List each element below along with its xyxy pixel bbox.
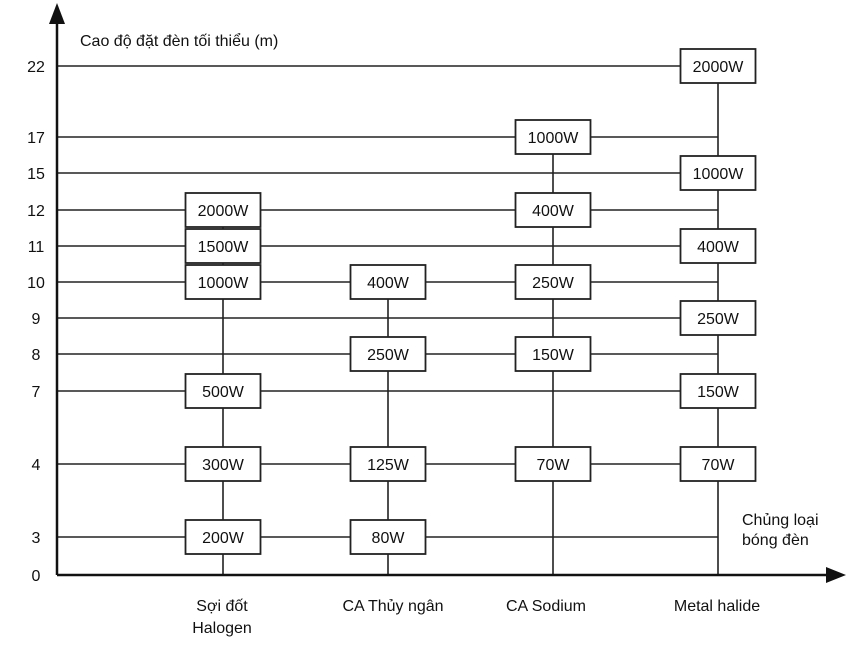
y-tick-label: 10 (27, 275, 45, 292)
power-label: 150W (532, 347, 575, 364)
power-box-frame (184, 264, 262, 300)
x-axis-title-line-2: bóng đèn (742, 532, 809, 549)
power-box-frame (679, 228, 757, 264)
power-box-frame (679, 300, 757, 336)
power-box-frame (184, 446, 262, 482)
power-label: 1000W (198, 275, 250, 292)
power-label: 80W (372, 530, 406, 547)
y-tick-label: 11 (28, 239, 45, 256)
category-label-line: Sợi đốt (196, 598, 248, 615)
power-box: 70W (679, 446, 757, 482)
power-box-frame (679, 373, 757, 409)
power-label: 1000W (693, 166, 745, 183)
power-box: 1000W (184, 264, 262, 300)
power-box-frame (349, 336, 427, 372)
power-box-frame (514, 192, 592, 228)
category-label: CA Thủy ngân (342, 598, 443, 615)
power-box: 1000W (514, 119, 592, 155)
power-label: 2000W (198, 203, 250, 220)
power-label: 250W (532, 275, 575, 292)
power-box: 2000W (679, 48, 757, 84)
power-box-frame (184, 192, 262, 228)
power-label: 1000W (528, 130, 580, 147)
y-tick-label: 9 (32, 311, 41, 328)
power-label: 125W (367, 457, 410, 474)
power-box-frame (514, 119, 592, 155)
y-tick-label: 7 (32, 384, 41, 401)
x-axis-title: Chủng loại bóng đèn (742, 512, 823, 549)
power-label: 250W (697, 311, 740, 328)
category-label-line: CA Thủy ngân (342, 598, 443, 615)
power-label: 250W (367, 347, 410, 364)
power-box-frame (349, 264, 427, 300)
category-label-line: CA Sodium (506, 598, 586, 615)
y-tick-label: 8 (32, 347, 41, 364)
power-box: 150W (514, 336, 592, 372)
power-label: 400W (532, 203, 575, 220)
power-label: 400W (697, 239, 740, 256)
power-box-frame (184, 519, 262, 555)
power-label: 150W (697, 384, 740, 401)
power-box-frame (349, 446, 427, 482)
category-label: Metal halide (674, 598, 760, 615)
power-box: 150W (679, 373, 757, 409)
power-label: 70W (537, 457, 571, 474)
power-box: 200W (184, 519, 262, 555)
power-box-frame (679, 155, 757, 191)
power-box-frame (514, 336, 592, 372)
y-tick-label: 15 (27, 166, 45, 183)
y-axis-title: Cao độ đặt đèn tối thiểu (m) (80, 32, 278, 50)
power-box-frame (184, 228, 262, 264)
power-box-frame (679, 48, 757, 84)
y-tick-label: 22 (27, 59, 45, 76)
power-label: 70W (702, 457, 736, 474)
power-label: 400W (367, 275, 410, 292)
y-tick-label: 0 (32, 568, 41, 585)
power-box: 70W (514, 446, 592, 482)
power-label: 500W (202, 384, 245, 401)
power-box-frame (679, 446, 757, 482)
power-box-frame (184, 373, 262, 409)
power-box: 250W (514, 264, 592, 300)
axes (49, 3, 846, 583)
power-box: 300W (184, 446, 262, 482)
power-box: 400W (349, 264, 427, 300)
x-axis-arrow-icon (826, 567, 846, 583)
category-label-line: Metal halide (674, 598, 760, 615)
y-tick-label: 17 (27, 130, 45, 147)
power-box: 125W (349, 446, 427, 482)
x-axis-title-line-1: Chủng loại (742, 512, 819, 529)
power-label: 300W (202, 457, 245, 474)
power-box: 250W (679, 300, 757, 336)
power-box-frame (514, 446, 592, 482)
power-box-frame (349, 519, 427, 555)
power-box: 2000W (184, 192, 262, 228)
y-tick-label: 12 (27, 203, 45, 220)
category-stems (222, 66, 719, 575)
power-box: 1000W (679, 155, 757, 191)
power-label: 200W (202, 530, 245, 547)
category-label-line: Halogen (192, 620, 252, 637)
power-box: 80W (349, 519, 427, 555)
category-label: CA Sodium (506, 598, 586, 615)
y-tick-label: 3 (32, 530, 41, 547)
power-box-frame (514, 264, 592, 300)
power-boxes: 200W 300W 500W 1000W 1500W 2000W 80W 125W 250W 40… (184, 48, 757, 555)
power-box: 500W (184, 373, 262, 409)
power-box: 1500W (184, 228, 262, 264)
power-box: 250W (349, 336, 427, 372)
power-label: 1500W (198, 239, 250, 256)
y-tick-label: 4 (32, 457, 41, 474)
y-tick-labels: 0 3 4 7 8 9 10 11 12 15 17 22 (27, 59, 45, 585)
y-axis-arrow-icon (49, 3, 65, 24)
power-box: 400W (514, 192, 592, 228)
power-label: 2000W (693, 59, 745, 76)
power-box: 400W (679, 228, 757, 264)
